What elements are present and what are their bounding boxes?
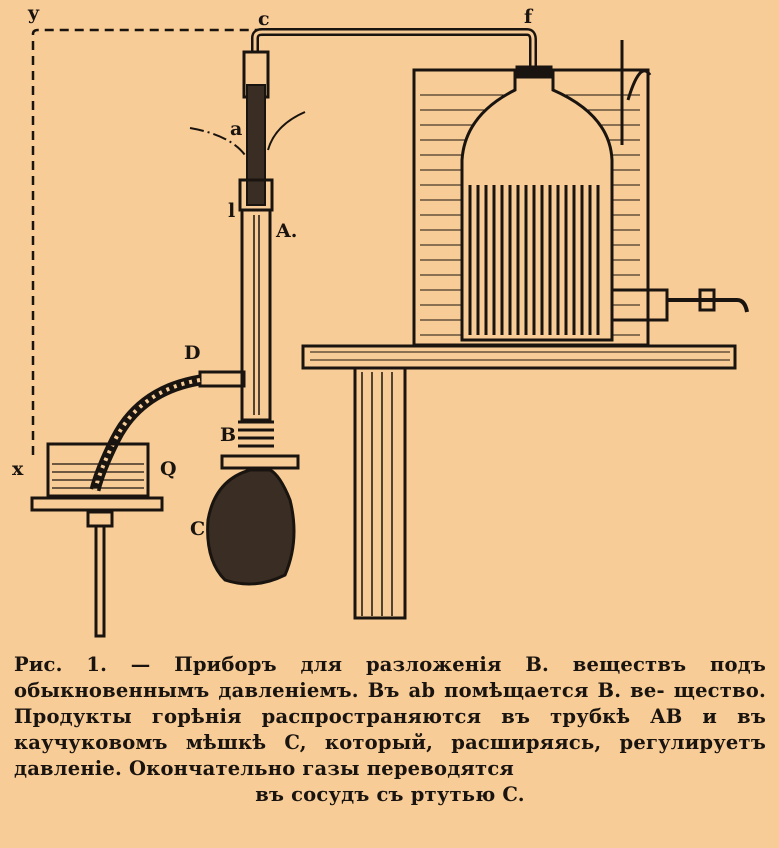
label-y: y: [28, 2, 40, 24]
combustion-tube: [189, 50, 306, 470]
caption-line: щество. Продукты горѣнія распространяютс…: [14, 679, 766, 728]
rubber-bag: [206, 468, 296, 586]
label-A: A.: [276, 220, 298, 242]
label-b: l: [228, 200, 236, 222]
caption-line: Рис. 1. — Приборъ для разложенія В. веще…: [14, 653, 766, 676]
caption-line: AB и въ каучуковомъ мѣшкѣ C, который, ра…: [14, 705, 766, 754]
dashed-connection: [31, 28, 258, 455]
figure-caption: Рис. 1. — Приборъ для разложенія В. веще…: [14, 652, 766, 808]
label-f: f: [524, 6, 533, 28]
label-c: c: [258, 8, 270, 30]
label-D: D: [184, 342, 201, 364]
connecting-tube: [251, 28, 537, 70]
caption-line: обыкновеннымъ давленіемъ. Въ ab помѣщает…: [14, 679, 665, 702]
label-x: x: [12, 458, 24, 480]
label-B: B: [220, 424, 237, 446]
label-C: C: [190, 518, 206, 540]
label-a: a: [230, 118, 243, 140]
apparatus-illustration: [30, 28, 749, 638]
caption-line: регулируетъ давленіе. Окончательно газы …: [14, 731, 766, 780]
water-tank: [412, 40, 749, 347]
table: [301, 344, 737, 620]
label-Q: Q: [160, 458, 177, 480]
caption-line: въ сосудъ съ ртутью C.: [255, 783, 525, 806]
mercury-vessel-q: [30, 442, 164, 638]
tap: [667, 298, 749, 313]
